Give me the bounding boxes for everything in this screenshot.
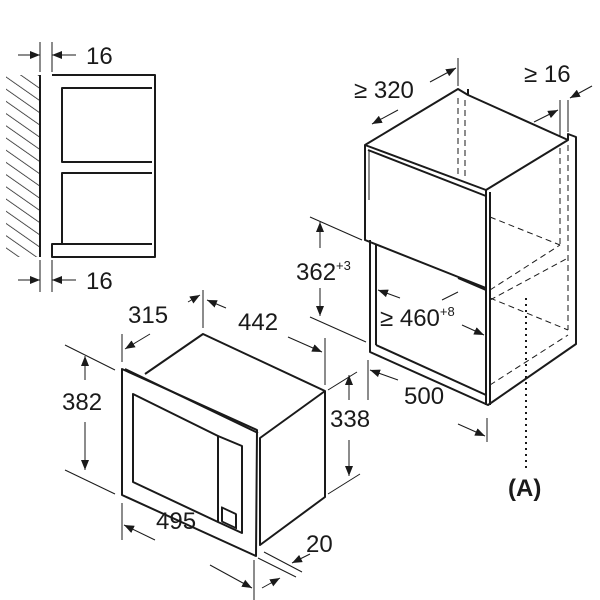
microwave-window <box>132 393 219 523</box>
microwave-view: 315 442 382 338 495 20 <box>62 290 370 600</box>
side-section-view: 16 16 <box>6 42 156 295</box>
cabinet-section <box>51 74 156 258</box>
cabinet-view: ≥ 320 ≥ 16 362+3 ≥ 460+8 500 (A) <box>296 58 593 502</box>
dim-appliance-body-width: 442 <box>238 309 278 336</box>
dim-side-gap: ≥ 16 <box>524 61 571 88</box>
dim-cabinet-depth: ≥ 320 <box>354 77 414 104</box>
dim-cabinet-width: 500 <box>404 383 444 410</box>
dim-appliance-body-height: 338 <box>330 406 370 433</box>
microwave-display <box>221 506 237 530</box>
dim-wall-gap-top: 16 <box>86 43 113 70</box>
dim-appliance-width: 495 <box>156 508 196 535</box>
dim-wall-gap-bottom: 16 <box>86 268 113 295</box>
microwave-front-frame <box>121 368 258 557</box>
wall-hatching <box>6 75 40 257</box>
cabinet-front-panel <box>364 144 487 289</box>
dim-frame-depth: 20 <box>306 531 333 558</box>
marker-a-label: (A) <box>508 475 541 502</box>
dim-opening-width: ≥ 460+8 <box>380 304 455 332</box>
dim-appliance-height: 382 <box>62 389 102 416</box>
dim-opening-height: 362+3 <box>296 258 351 286</box>
dim-appliance-depth: 315 <box>128 302 168 329</box>
